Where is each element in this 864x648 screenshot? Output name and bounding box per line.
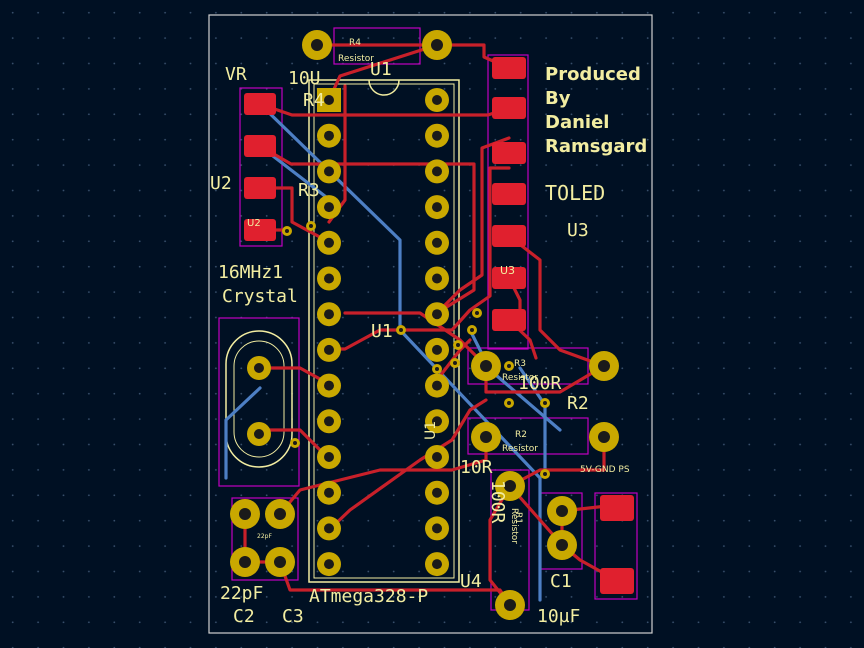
u1-right-pin-pad (425, 552, 449, 577)
r3-ref: R3 (298, 180, 320, 201)
r3-fab-value: Resistor (502, 373, 538, 383)
ps-pad-2 (600, 568, 634, 594)
u1-right-pin-pad (425, 373, 449, 398)
u1-right-pin-pad (425, 88, 449, 112)
u1-right-pin-pad (425, 123, 449, 148)
u1-right-pin-pad (425, 516, 449, 541)
u1-left-pin-pad (317, 445, 341, 469)
u3-courtyard (487, 54, 529, 350)
u1-left-pin-pad (317, 516, 341, 541)
vr-pad-3 (244, 177, 276, 199)
vr-pad-1 (244, 93, 276, 115)
u1-right-pin-pad (425, 266, 449, 291)
u1-left-pads (317, 88, 341, 577)
u1-left-pin-pad (317, 266, 341, 291)
u1-left-pin-pad (317, 159, 341, 184)
c2-c3-courtyard (231, 497, 299, 581)
u3-pad-2 (492, 97, 526, 119)
u1-left-pin-pad (317, 337, 341, 362)
u1-left-pin-pad (317, 195, 341, 220)
ps-pad-1 (600, 495, 634, 521)
u3-pad-6 (492, 267, 526, 289)
r2-courtyard (467, 417, 589, 455)
u3-ref: U3 (567, 220, 589, 241)
u1-body-outline (308, 79, 460, 583)
crystal-value: 16MHz1 (218, 262, 283, 283)
u3-fab-ref: U3 (500, 264, 515, 277)
u1-left-pin-pad (317, 230, 341, 255)
c3-ref: C3 (282, 606, 304, 627)
credits-line-3: Daniel (545, 112, 609, 133)
c1-value: 10µF (537, 606, 580, 627)
u3-pad-7 (492, 309, 526, 331)
crystal-label: Crystal (222, 286, 298, 307)
credits-line-1: Produced (545, 64, 641, 85)
r4-fab-ref: R4 (349, 38, 361, 48)
u1-left-pin-pad (317, 123, 341, 148)
u1-right-pin-pad (425, 445, 449, 469)
u1-left-pin-pad (317, 480, 341, 505)
ps-label: 5V-GND PS (580, 465, 630, 475)
silkscreen-text: Produced By Daniel Ramsgard TOLED VR 10U… (210, 38, 647, 627)
crystal-courtyard (218, 317, 300, 487)
u1-value: ATmega328-P (309, 586, 428, 607)
r2-fab-value: Resistor (502, 444, 538, 454)
r4-ref: R4 (303, 90, 325, 111)
ps-courtyard (594, 492, 638, 600)
vr-ref: U2 (210, 173, 232, 194)
u1-right-pin-pad (425, 337, 449, 362)
vr-pad-2 (244, 135, 276, 157)
r2-ref: R2 (567, 393, 589, 414)
u3-pad-5 (492, 225, 526, 247)
u1-right-pads (425, 88, 449, 577)
r4-fab-value: Resistor (338, 54, 374, 64)
r3-value: 100R (518, 373, 562, 394)
crystal-outline (225, 330, 293, 468)
vr-pad-4 (244, 219, 276, 241)
c2-value: 22pF (220, 583, 263, 604)
r2-value: 10R (460, 457, 493, 478)
c2-ref: C2 (233, 606, 255, 627)
vias (282, 221, 550, 479)
u1-right-pin-pad (425, 230, 449, 255)
u1-left-pin-pad (317, 373, 341, 398)
u1-left-pin-pad (317, 302, 341, 327)
u1-left-pin-pad (317, 409, 341, 434)
u1-right-pin-pad (425, 159, 449, 184)
vr-value: 10U (288, 68, 321, 89)
r1-fab-ref: R1 (513, 512, 523, 524)
r3-fab-ref: R3 (514, 359, 526, 369)
c1-ref: C1 (550, 571, 572, 592)
u1-right-pin-pad (425, 409, 449, 434)
tht-pads (230, 30, 619, 620)
u3-pad-4 (492, 183, 526, 205)
u3-pad-3 (492, 142, 526, 164)
credits-line-2: By (545, 88, 571, 109)
u4-ref: U4 (460, 571, 482, 592)
u1-inner-outline (313, 83, 455, 579)
vr-fab-ref: U2 (247, 218, 261, 229)
board-edge-cuts (208, 14, 653, 634)
u1-right-pin-pad (425, 195, 449, 220)
r2-fab-ref: R2 (515, 430, 527, 440)
toled-label: TOLED (545, 181, 605, 205)
u1-notch (368, 79, 400, 96)
u3-pad-1 (492, 57, 526, 79)
u1-fab-ref: U1 (423, 421, 439, 440)
vr-courtyard (239, 87, 283, 247)
u1-ref: U1 (370, 59, 392, 80)
vr-label: VR (225, 64, 247, 85)
c3-fab-value: 22pF (257, 533, 272, 540)
u1-left-pin-pad (317, 552, 341, 577)
r3-courtyard (467, 347, 589, 385)
u1-outline (308, 79, 460, 583)
u1-right-pin-pad (425, 302, 449, 327)
u1-right-pin-pad (425, 480, 449, 505)
credits-line-4: Ramsgard (545, 136, 647, 157)
u1-ref-mid: U1 (371, 321, 393, 342)
r1-value: 100R (487, 480, 508, 524)
r1-fab-value: Resistor (509, 508, 519, 544)
smd-pads (244, 57, 634, 594)
